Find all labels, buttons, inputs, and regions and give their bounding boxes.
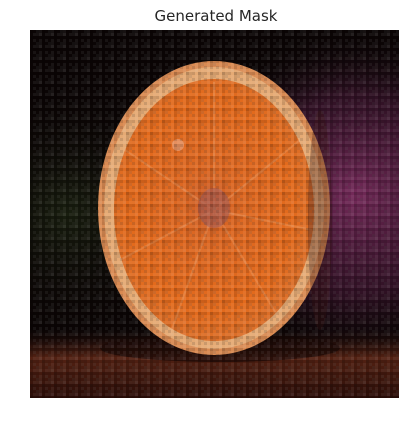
pixel-grid-fine [30, 30, 399, 398]
figure-title: Generated Mask [154, 7, 278, 25]
generated-mask-image [30, 30, 399, 398]
